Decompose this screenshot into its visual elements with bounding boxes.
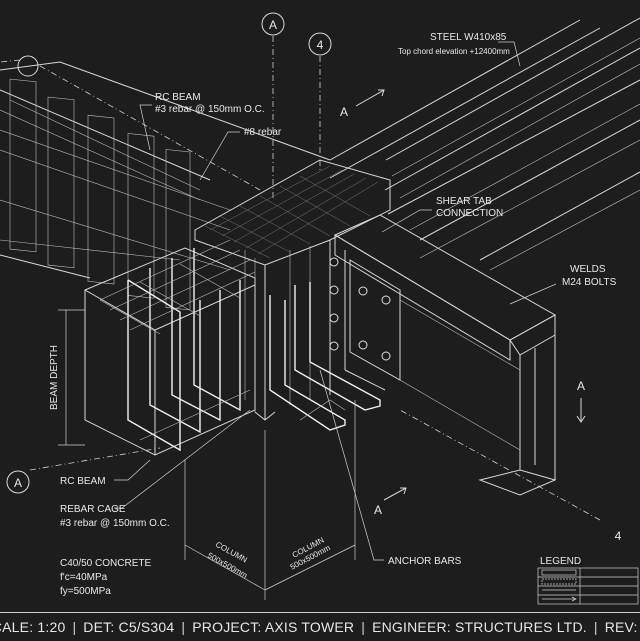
grid-lines [0, 36, 601, 521]
bolt-icon [329, 257, 391, 361]
label-rc-beam-bottom: RC BEAM [60, 476, 106, 487]
label-rebar-cage-note: #3 rebar @ 150mm O.C. [60, 518, 170, 529]
label-welds: WELDS [570, 264, 606, 275]
title-engineer: ENGINEER: STRUCTURES LTD. [372, 619, 587, 635]
svg-text:A: A [374, 503, 382, 517]
rc-beam-upper [0, 55, 331, 311]
label-fc: f'c=40MPa [60, 572, 108, 583]
label-anchor-bars: ANCHOR BARS [388, 556, 462, 567]
svg-text:A: A [14, 476, 22, 490]
svg-text:4: 4 [317, 38, 324, 52]
column-shaft [244, 240, 331, 421]
label-rebar-8: #8 rebar [244, 127, 282, 138]
grid-bubble-4-top: 4 [308, 32, 332, 56]
title-project: PROJECT: AXIS TOWER [192, 619, 355, 635]
label-beam-depth: BEAM DEPTH [49, 345, 60, 410]
grid-bubble-a-left: A [6, 470, 30, 494]
legend-title: LEGEND [540, 556, 581, 567]
label-shear-tab-1: SHEAR TAB [436, 196, 492, 207]
title-separator: | [361, 619, 366, 635]
section-marker-lower: A [374, 487, 407, 517]
steel-beam-lower [399, 299, 557, 496]
label-concrete: C40/50 CONCRETE [60, 558, 151, 569]
svg-text:A: A [340, 105, 348, 119]
label-shear-tab-2: CONNECTION [436, 208, 503, 219]
title-separator: | [181, 619, 186, 635]
shear-tab [329, 214, 557, 391]
section-marker-right: A [576, 379, 586, 423]
rc-beam-front [84, 239, 256, 456]
label-rc-beam-top: RC BEAM [155, 92, 201, 103]
title-separator: | [72, 619, 77, 635]
steel-beam-upper [329, 17, 640, 271]
title-detail: DET: C5/S304 [83, 619, 175, 635]
leader-lines [58, 41, 557, 600]
label-steel-beam-note: Top chord elevation +12400mm [398, 47, 510, 56]
label-steel-beam: STEEL W410x85 [430, 32, 507, 43]
label-bolts: M24 BOLTS [562, 277, 617, 288]
title-revision: REV: 03 [604, 619, 640, 635]
title-separator: | [593, 619, 598, 635]
grid-bubble-a-top: A [261, 12, 285, 36]
legend: LEGEND [537, 556, 639, 605]
grid-marker-4-bottom: 4 [615, 529, 622, 543]
svg-text:A: A [269, 18, 277, 32]
title-block: SCALE: 1:20 | DET: C5/S304 | PROJECT: AX… [0, 612, 640, 641]
label-fy: fy=500MPa [60, 586, 111, 597]
label-rc-beam-top-note: #3 rebar @ 150mm O.C. [155, 104, 265, 115]
section-marker-upper: A [340, 89, 385, 119]
label-rebar-cage: REBAR CAGE [60, 504, 126, 515]
svg-text:A: A [577, 379, 585, 393]
anchor-bars [269, 282, 381, 431]
title-scale: SCALE: 1:20 [0, 619, 66, 635]
column-top [194, 159, 391, 266]
